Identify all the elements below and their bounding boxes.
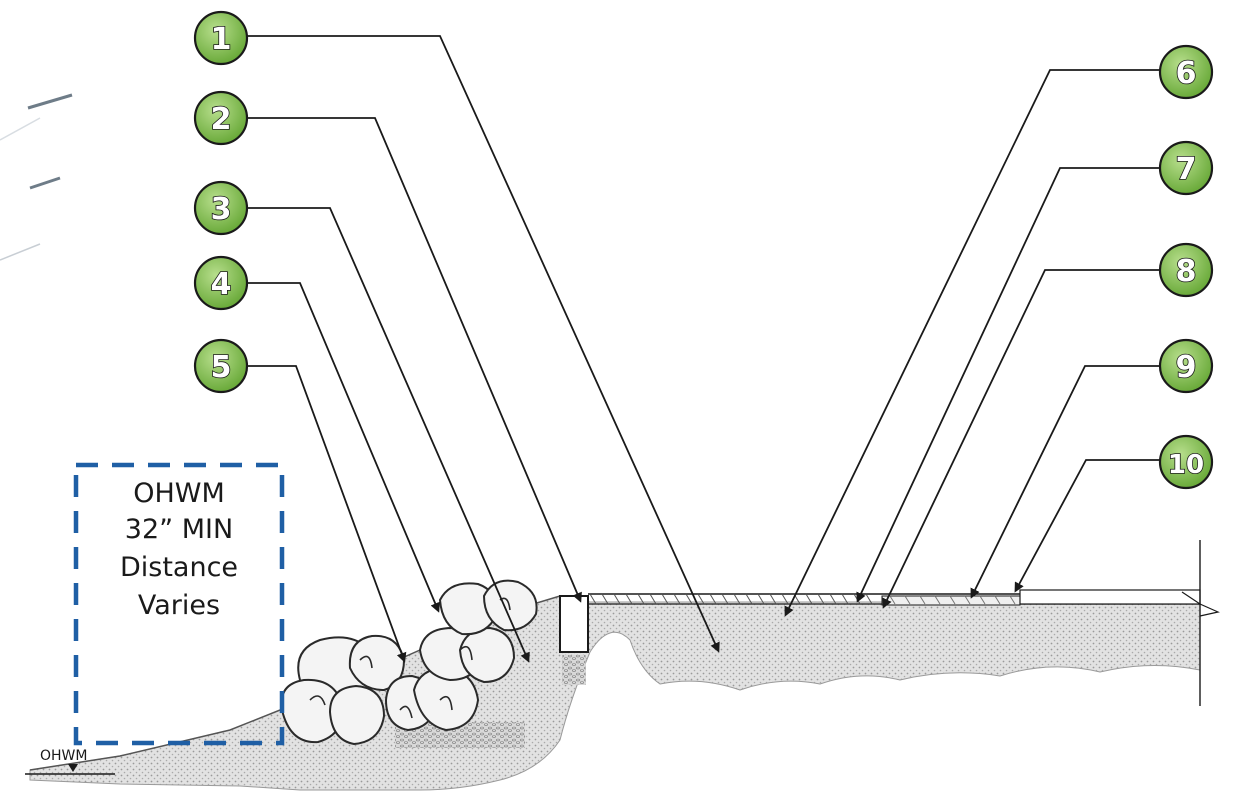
ohwm-box-line4: Varies: [138, 590, 220, 621]
ohwm-box-line2: 32” MIN: [125, 514, 233, 545]
callout-2: 2: [193, 90, 249, 146]
callout-1-number: 1: [211, 22, 232, 57]
callout-4-number: 4: [211, 267, 232, 302]
callout-3-number: 3: [211, 192, 232, 227]
ohwm-marker-label: OHWM: [40, 748, 87, 764]
pavement-layers: [588, 540, 1220, 706]
callout-8: 8: [1158, 242, 1214, 298]
callout-4: 4: [193, 255, 249, 311]
gravel-bed-upper: [562, 655, 586, 685]
decorative-strokes: [0, 93, 73, 261]
callout-6-number: 6: [1176, 56, 1197, 91]
callout-5: 5: [193, 338, 249, 394]
ohwm-marker: OHWM: [25, 748, 115, 775]
ohwm-box-line3: Distance: [120, 552, 238, 583]
callout-9: 9: [1158, 338, 1214, 394]
footing-block: [559, 595, 589, 653]
leader-lines: [245, 35, 1160, 663]
callout-3: 3: [193, 180, 249, 236]
callout-7-number: 7: [1176, 152, 1197, 187]
callout-7: 7: [1158, 140, 1214, 196]
callout-2-number: 2: [211, 102, 232, 137]
callout-5-number: 5: [211, 350, 232, 385]
callout-10: 10: [1158, 434, 1214, 490]
ohwm-box-line1: OHWM: [133, 478, 225, 509]
callout-9-number: 9: [1176, 350, 1197, 385]
callout-10-number: 10: [1168, 450, 1204, 480]
callout-1: 1: [193, 10, 249, 66]
callout-6: 6: [1158, 44, 1214, 100]
soil-mass: [29, 595, 1201, 791]
boulders: [280, 579, 538, 746]
callout-8-number: 8: [1176, 254, 1197, 289]
ohwm-distance-box: OHWM 32” MIN Distance Varies: [73, 462, 285, 746]
